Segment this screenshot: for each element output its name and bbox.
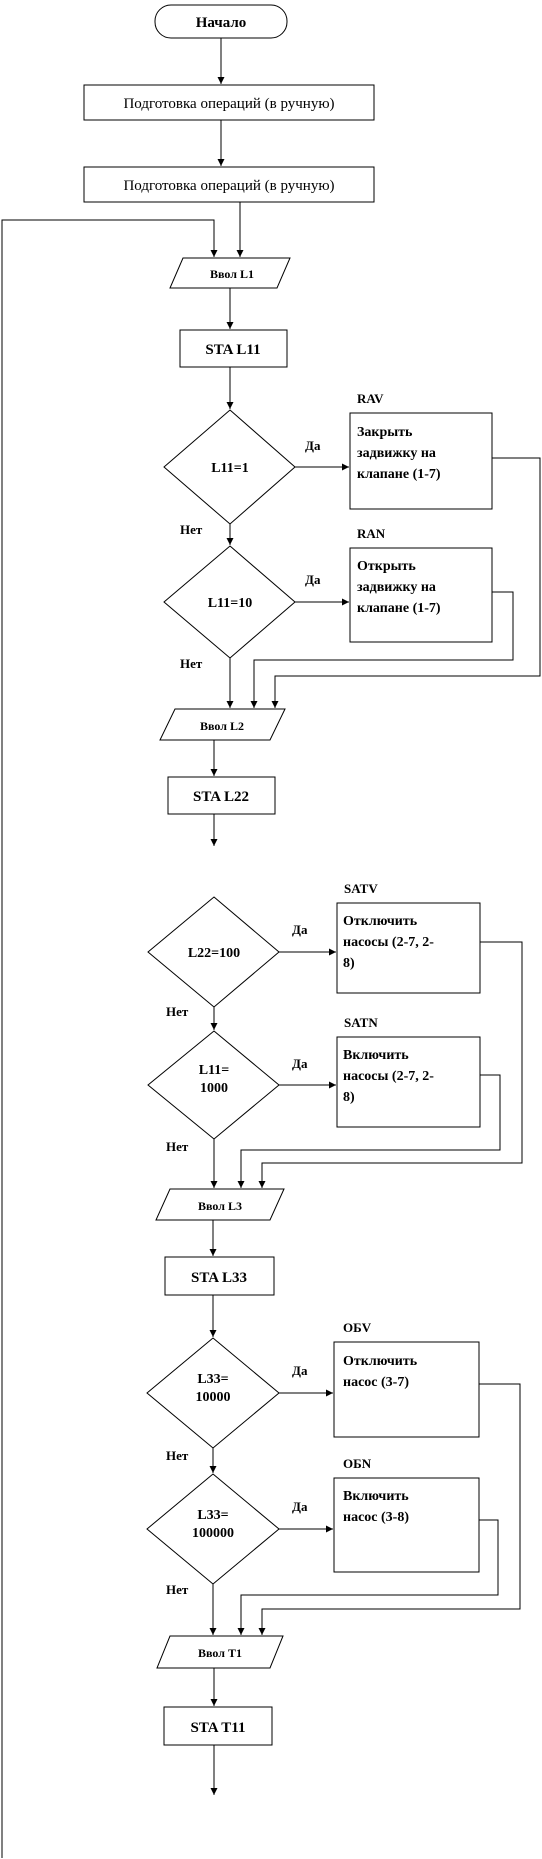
action-obv-line2: насос (3-7): [343, 1375, 409, 1390]
input-l3: Ввол L3: [155, 1188, 285, 1221]
decision-l33-100000: L33= 100000: [146, 1473, 280, 1585]
action-satv-line3: 8): [343, 956, 355, 971]
no-label-l33-10000: Нет: [166, 1448, 189, 1463]
no-label-l11-1000: Нет: [166, 1139, 189, 1154]
process-sta-l11: STA L11: [179, 329, 288, 368]
start-terminator: Начало: [154, 4, 288, 39]
action-rav-line2: задвижку на: [357, 446, 436, 461]
connectors: [1, 38, 541, 1858]
action-satn: SATN Включить насосы (2-7, 2- 8): [336, 1015, 481, 1128]
action-obn-line2: насос (3-8): [343, 1510, 409, 1525]
process-sta-l22-label: STA L22: [193, 789, 249, 805]
yes-label-l33-100000: Да: [292, 1499, 308, 1514]
process-sta-l33: STA L33: [164, 1256, 275, 1296]
arrow-satv-return: [258, 941, 523, 1188]
action-obv-line1: Отключить: [343, 1354, 418, 1369]
arrow-rav-return: [271, 457, 541, 708]
process-sta-l22: STA L22: [167, 776, 276, 815]
action-satv: SATV Отключить насосы (2-7, 2- 8): [336, 881, 481, 994]
action-ran-tag: RAN: [357, 526, 386, 541]
decision-l22-100: L22=100: [147, 896, 280, 1008]
prep-process-1-label: Подготовка операций (в ручную): [123, 96, 334, 112]
input-l1-label: Ввол L1: [210, 267, 254, 281]
no-label-l11-10: Нет: [180, 656, 203, 671]
action-obn: OБN Включить насос (3-8): [333, 1456, 480, 1573]
action-rav: RAV Закрыть задвижку на клапане (1-7): [349, 391, 493, 510]
yes-label-l33-10000: Да: [292, 1363, 308, 1378]
decision-l11-1000: L11= 1000: [147, 1030, 280, 1140]
decision-l11-10: L11=10: [163, 545, 296, 659]
process-sta-t11-label: STA T11: [191, 1720, 246, 1736]
action-rav-line1: Закрыть: [357, 425, 413, 440]
decision-l33-10000-label-2: 10000: [196, 1390, 231, 1405]
action-satv-line1: Отключить: [343, 914, 418, 929]
decision-l11-1000-label-1: L11=: [199, 1063, 230, 1078]
process-sta-t11: STA T11: [163, 1706, 273, 1746]
action-satn-line3: 8): [343, 1090, 355, 1105]
decision-l11-1000-label-2: 1000: [200, 1081, 228, 1096]
action-obv-tag: OБV: [343, 1320, 372, 1335]
decision-l11-10-label: L11=10: [208, 596, 253, 611]
decision-l33-100000-label-2: 100000: [192, 1526, 234, 1541]
arrow-obv-return: [258, 1383, 521, 1635]
decision-l33-10000-label-1: L33=: [197, 1372, 228, 1387]
action-rav-tag: RAV: [357, 391, 384, 406]
prep-process-2-label: Подготовка операций (в ручную): [123, 178, 334, 194]
action-ran-line2: задвижку на: [357, 580, 436, 595]
arrow-satn-return: [237, 1074, 501, 1188]
input-l2-label: Ввол L2: [200, 719, 244, 733]
yes-label-l22-100: Да: [292, 922, 308, 937]
yes-label-l11-1000: Да: [292, 1056, 308, 1071]
action-obn-line1: Включить: [343, 1489, 409, 1504]
decision-l33-100000-label-1: L33=: [197, 1508, 228, 1523]
input-l3-label: Ввол L3: [198, 1199, 242, 1213]
no-label-l22-100: Нет: [166, 1004, 189, 1019]
action-obv: OБV Отключить насос (3-7): [333, 1320, 480, 1438]
action-satn-line1: Включить: [343, 1048, 409, 1063]
input-t1-label: Ввол T1: [198, 1646, 242, 1660]
start-label: Начало: [196, 15, 247, 31]
input-l2: Ввол L2: [159, 708, 286, 741]
process-sta-l33-label: STA L33: [191, 1270, 247, 1286]
arrow-loop-back: [1, 219, 218, 1858]
input-t1: Ввол T1: [156, 1635, 284, 1669]
action-rav-line3: клапане (1-7): [357, 467, 441, 482]
decision-l11-1-label: L11=1: [211, 461, 249, 476]
process-sta-l11-label: STA L11: [205, 342, 260, 358]
action-satv-line2: насосы (2-7, 2-: [343, 935, 434, 950]
decision-l33-10000: L33= 10000: [146, 1337, 280, 1449]
action-satn-line2: насосы (2-7, 2-: [343, 1069, 434, 1084]
action-ran-line3: клапане (1-7): [357, 601, 441, 616]
input-l1: Ввол L1: [169, 257, 291, 289]
action-obn-tag: OБN: [343, 1456, 372, 1471]
yes-label-l11-1: Да: [305, 438, 321, 453]
yes-label-l11-10: Да: [305, 572, 321, 587]
prep-process-2: Подготовка операций (в ручную): [83, 166, 375, 203]
decision-l11-1: L11=1: [163, 409, 296, 525]
arrow-obn-return: [237, 1519, 499, 1635]
no-label-l33-100000: Нет: [166, 1582, 189, 1597]
arrow-ran-return: [250, 591, 514, 708]
decision-l22-100-label: L22=100: [188, 946, 240, 961]
action-satn-tag: SATN: [344, 1015, 378, 1030]
action-satv-tag: SATV: [344, 881, 378, 896]
prep-process-1: Подготовка операций (в ручную): [83, 84, 375, 121]
no-label-l11-1: Нет: [180, 522, 203, 537]
action-ran-line1: Открыть: [357, 559, 416, 574]
action-ran: RAN Открыть задвижку на клапане (1-7): [349, 526, 493, 643]
